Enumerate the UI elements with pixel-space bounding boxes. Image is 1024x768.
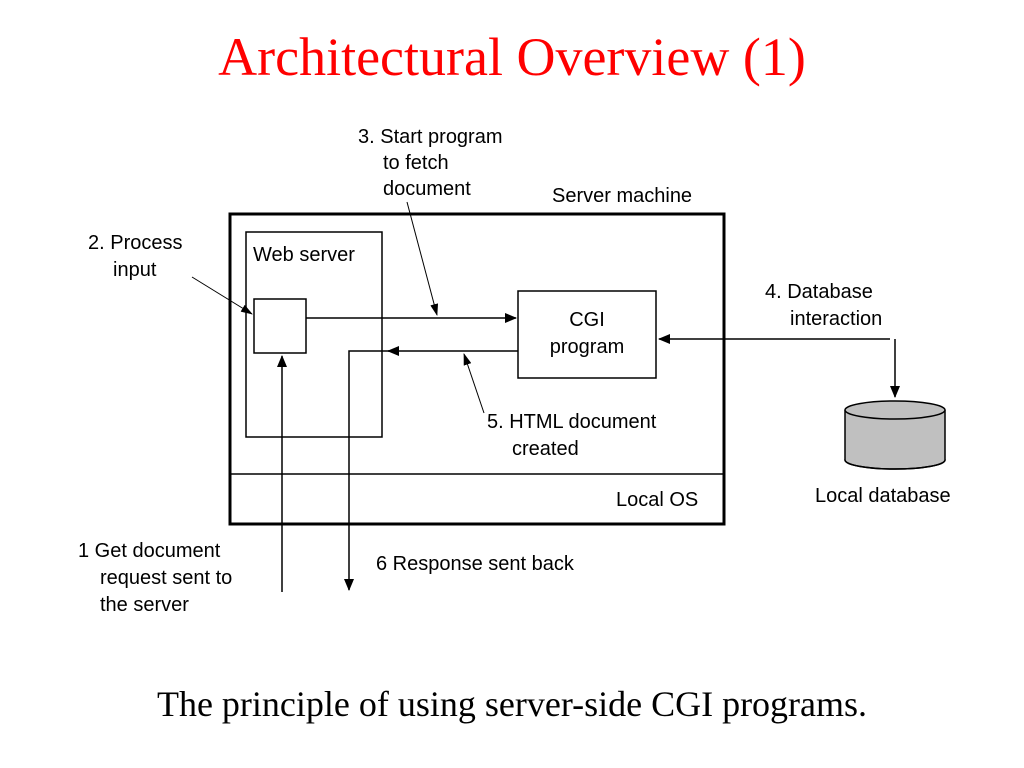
step2-pointer: [191, 276, 253, 315]
step1-label-line2: request sent to: [100, 567, 232, 589]
step4-label-line2: interaction: [790, 308, 882, 330]
step1-label-line1: 1 Get document: [78, 540, 221, 562]
web-server-inner-box: [253, 298, 307, 354]
step5-label-line1: 5. HTML document: [487, 411, 657, 433]
server-machine-box: [228, 212, 726, 526]
step3-label-line2: to fetch: [383, 152, 449, 174]
step3-label-line1: 3. Start program: [358, 126, 503, 148]
server-machine-label: Server machine: [552, 185, 692, 207]
local-database-icon: [844, 400, 946, 470]
cgi-program-label-line1: CGI: [569, 309, 605, 331]
step3-pointer: [406, 201, 439, 316]
local-database-label: Local database: [815, 485, 951, 507]
step2-label-line1: 2. Process: [88, 232, 182, 254]
step3-label-line3: document: [383, 178, 471, 200]
step5-pointer: [463, 353, 485, 414]
cgi-program-box: [517, 290, 657, 379]
step4-label-line1: 4. Database: [765, 281, 873, 303]
web-server-box: [245, 231, 383, 438]
page-title: Architectural Overview (1): [218, 27, 806, 87]
response-sent-back-line: [344, 350, 390, 591]
web-server-label: Web server: [253, 244, 355, 266]
step5-label-line2: created: [512, 438, 579, 460]
step2-label-line2: input: [113, 259, 157, 281]
step1-label-line3: the server: [100, 594, 189, 616]
cgi-program-label-line2: program: [550, 336, 624, 358]
caption: The principle of using server-side CGI p…: [156, 684, 868, 724]
step6-label: 6 Response sent back: [376, 553, 575, 575]
local-os-label: Local OS: [616, 489, 698, 511]
